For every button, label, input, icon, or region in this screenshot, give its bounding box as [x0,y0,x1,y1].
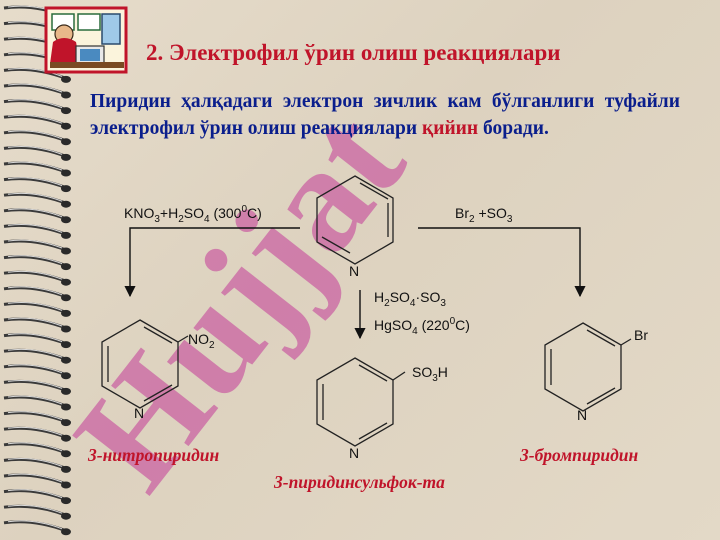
pyridine-ring-nitro [101,319,189,409]
binding-ring [3,520,67,533]
caption-nitropyridine: 3-нитропиридин [88,445,220,465]
binding-hole [61,528,71,536]
binding-ring [3,317,67,330]
n-label-nitro: N [134,405,144,421]
binding-ring [3,161,67,174]
binding-ring [3,411,67,424]
binding-ring [3,489,67,502]
watermark: Hujjat [43,81,435,518]
binding-hole [61,122,71,130]
binding-hole [61,512,71,520]
binding-ring [3,177,67,190]
binding-hole [61,247,71,255]
pyridine-ring-bromo [544,322,632,412]
binding-hole [61,450,71,458]
binding-hole [61,341,71,349]
binding-hole [61,263,71,271]
binding-ring [3,364,67,377]
binding-hole [61,75,71,83]
binding-hole [61,434,71,442]
binding-hole [61,497,71,505]
nitration-arrow [124,227,300,298]
binding-ring [3,379,67,392]
binding-ring [3,270,67,283]
binding-ring [3,130,67,143]
binding-hole [61,294,71,302]
binding-hole [61,309,71,317]
binding-ring [3,83,67,96]
binding-ring [3,473,67,486]
binding-ring [3,114,67,127]
binding-ring [3,442,67,455]
binding-hole [61,231,71,239]
caption-bromopyridine: 3-бромпиридин [520,445,639,465]
n-label-sulfo: N [349,445,359,461]
nitration-reagents: KNO3+H2SO4 (3000C) [124,204,262,225]
caption-pyridinesulfonic-acid: 3-пиридинсульфок-та [274,472,445,492]
binding-hole [61,153,71,161]
binding-hole [61,107,71,115]
slide-title: 2. Электрофил ўрин олиш реакциялари [146,40,561,66]
binding-hole [61,387,71,395]
binding-hole [61,372,71,380]
intro-main-text: Пиридин ҳалқадаги электрон зичлик кам бў… [90,91,680,139]
student-clipart-icon [44,6,128,74]
binding-ring [3,301,67,314]
title-text: 2. Электрофил ўрин олиш реакциялари [146,40,561,65]
binding-ring [3,145,67,158]
binding-ring [3,333,67,346]
intro-paragraph: Пиридин ҳалқадаги электрон зичлик кам бў… [90,88,680,142]
bromination-arrow [418,227,586,298]
binding-ring [3,192,67,205]
binding-hole [61,169,71,177]
binding-hole [61,325,71,333]
binding-ring [3,255,67,268]
binding-ring [3,426,67,439]
binding-hole [61,465,71,473]
bromination-reagents: Br2 +SO3 [455,205,513,225]
n-label-bromo: N [577,407,587,423]
binding-hole [61,419,71,427]
binding-hole [61,403,71,411]
intro-highlight-text: қийин [421,118,479,139]
binding-hole [61,91,71,99]
sulfonation-reagents-line1: H2SO4·SO3 [374,289,446,309]
binding-ring [3,99,67,112]
binding-hole [61,356,71,364]
binding-hole [61,278,71,286]
binding-hole [61,185,71,193]
binding-ring [3,208,67,221]
binding-ring [3,286,67,299]
binding-hole [61,138,71,146]
n-label-reactant: N [349,263,359,279]
pyridine-ring-sulfo [316,357,406,447]
binding-ring [3,223,67,236]
nitro-group-label: NO2 [188,331,215,351]
binding-hole [61,216,71,224]
sulfo-group-label: SO3H [412,364,448,384]
binding-hole [61,481,71,489]
binding-ring [3,504,67,517]
pyridine-ring-reactant [316,175,394,265]
binding-ring [3,457,67,470]
intro-tail-text: боради. [478,118,549,139]
binding-hole [61,200,71,208]
binding-ring [3,67,67,80]
bromo-group-label: Br [634,327,648,343]
binding-ring [3,239,67,252]
binding-ring [3,348,67,361]
sulfonation-reagents-line2: HgSO4 (2200C) [374,316,470,337]
binding-ring [3,395,67,408]
